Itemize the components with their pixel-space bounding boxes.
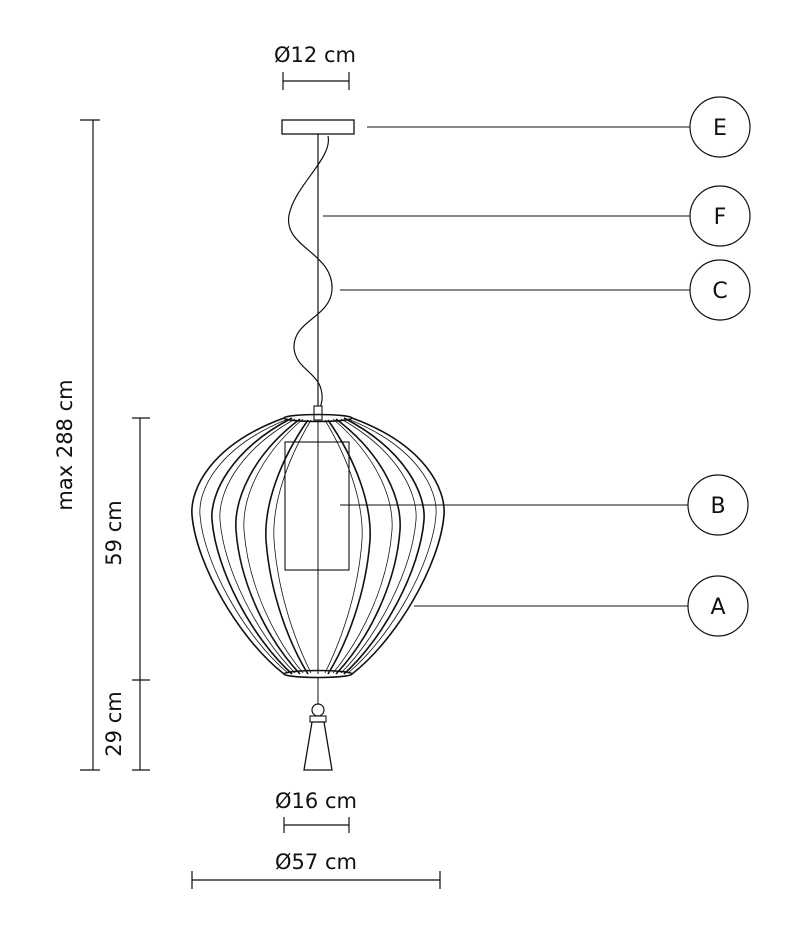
callout-a-label: A xyxy=(710,595,725,620)
callout-e: E xyxy=(367,96,751,158)
canopy-dimension: Ø12 cm xyxy=(274,43,356,90)
tassel-height-label: 29 cm xyxy=(102,691,126,756)
tassel-height-dimension: 29 cm xyxy=(102,680,150,771)
ceiling-canopy xyxy=(281,119,355,135)
power-cord xyxy=(288,135,333,411)
callout-b-label: B xyxy=(710,494,725,519)
total-height-dimension: max 288 cm xyxy=(53,119,100,771)
callout-f: F xyxy=(323,185,751,247)
callout-c-label: C xyxy=(712,279,727,304)
shade-height-label: 59 cm xyxy=(102,500,126,565)
callout-e-label: E xyxy=(713,116,727,141)
tassel-diameter-label: Ø16 cm xyxy=(275,789,357,813)
tassel xyxy=(303,678,333,771)
shade-height-dimension: 59 cm xyxy=(102,417,150,681)
callout-c: C xyxy=(340,259,751,321)
shade-diameter-label: Ø57 cm xyxy=(275,850,357,874)
callout-b: B xyxy=(340,474,749,536)
canopy-diameter-label: Ø12 cm xyxy=(274,43,356,67)
callout-a: A xyxy=(414,575,749,637)
total-height-label: max 288 cm xyxy=(53,379,77,510)
tassel-diameter-dimension: Ø16 cm xyxy=(275,789,357,833)
lamp-shade xyxy=(191,405,445,679)
callout-f-label: F xyxy=(714,205,727,230)
shade-diameter-dimension: Ø57 cm xyxy=(191,850,441,889)
